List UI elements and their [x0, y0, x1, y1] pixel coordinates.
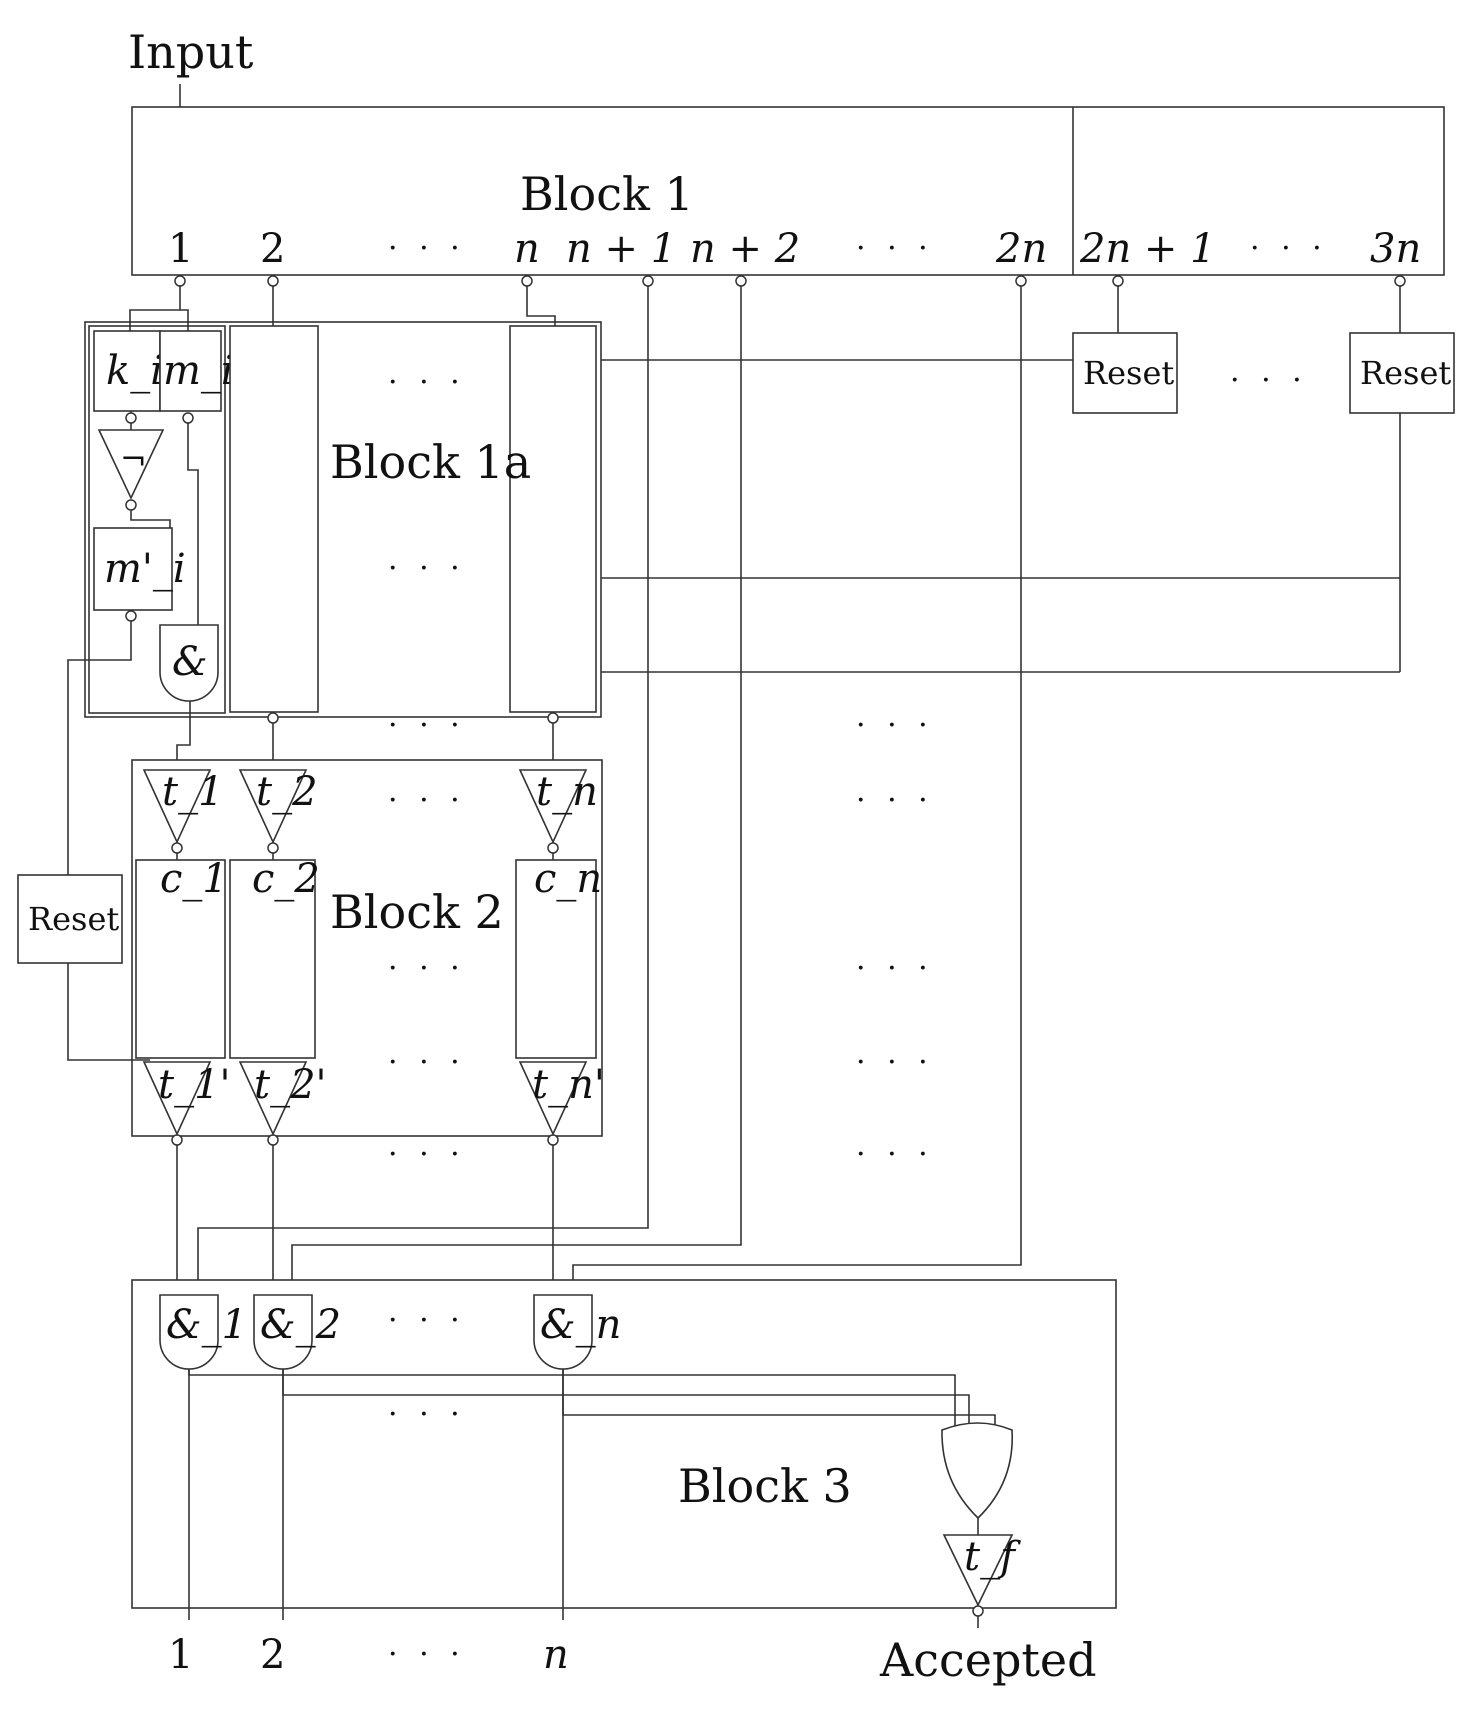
- port-ellipsis-3: · · ·: [1250, 231, 1328, 266]
- timer-tf-label: t_f: [964, 1534, 1021, 1580]
- svg-text:· · ·: · · ·: [856, 1045, 934, 1080]
- block-1: Block 1 1 2 · · · n n + 1 n + 2 · · · 2n…: [131, 106, 1445, 276]
- port-3n-label: 3n: [1370, 226, 1421, 272]
- port-n2-label: n + 2: [690, 226, 800, 272]
- timer-tf: [942, 1534, 1014, 1607]
- svg-text:· · ·: · · ·: [388, 783, 466, 818]
- svg-text:· · ·: · · ·: [388, 1303, 466, 1338]
- m-prime-label: m'_i: [104, 546, 186, 592]
- port-ellipsis-2: · · ·: [856, 231, 934, 266]
- and-symbol: &: [172, 639, 208, 685]
- timer-t1-label: t_1: [162, 769, 224, 815]
- reset-top-1: Reset: [1072, 281, 1178, 414]
- timer-tn: [518, 769, 588, 844]
- counter-c1-label: c_1: [160, 856, 228, 902]
- reset-left: Reset: [17, 874, 150, 1061]
- reset-top-2: Reset: [1349, 281, 1455, 414]
- timer-t2-label: t_2: [256, 769, 318, 815]
- counter-cn-label: c_n: [534, 856, 602, 902]
- output-n-label: n: [543, 1632, 569, 1678]
- block-3-title: Block 3: [678, 1459, 852, 1513]
- timer-t2-prime: [238, 1061, 308, 1136]
- timer-t2-prime-label: t_2': [254, 1062, 327, 1108]
- and-gate-n: [533, 1294, 593, 1370]
- or-gate: [941, 1422, 1014, 1520]
- and-gate-n-label: &_n: [540, 1302, 621, 1348]
- port-2n-label: 2n: [995, 226, 1047, 272]
- m-cell: [159, 330, 222, 412]
- and-gate-2: [253, 1294, 313, 1370]
- block-1-title: Block 1: [520, 167, 694, 221]
- svg-text:· · ·: · · ·: [856, 708, 934, 743]
- timer-tn-prime-label: t_n': [532, 1062, 605, 1108]
- svg-text:Reset: Reset: [28, 900, 119, 938]
- output-1-label: 1: [168, 1632, 193, 1678]
- accepted-label: Accepted: [879, 1633, 1097, 1687]
- port-ellipsis-1: · · ·: [388, 231, 466, 266]
- m-label: m_i: [163, 348, 234, 394]
- counter-c2-label: c_2: [252, 856, 320, 902]
- output-2-label: 2: [260, 1632, 285, 1678]
- svg-text:· · ·: · · ·: [388, 1137, 466, 1172]
- counter-cn: [515, 859, 597, 1059]
- svg-text:· · ·: · · ·: [856, 1137, 934, 1172]
- block-2-title: Block 2: [330, 885, 504, 939]
- counter-c2: [229, 859, 316, 1059]
- k-cell: [93, 330, 161, 412]
- svg-text:· · ·: · · ·: [388, 365, 466, 400]
- svg-text:· · ·: · · ·: [388, 708, 466, 743]
- svg-text:· · ·: · · ·: [388, 1045, 466, 1080]
- pins: [125, 275, 1406, 1617]
- block-1a-column-2: [229, 325, 319, 713]
- svg-text:Reset: Reset: [1360, 354, 1451, 392]
- block-1a-title: Block 1a: [330, 435, 531, 489]
- port-n1-label: n + 1: [566, 226, 676, 272]
- block-3: &_1 &_2 &_n · · · · · · t_f Block 3: [131, 1279, 1117, 1609]
- timer-t1-prime: [142, 1061, 212, 1136]
- and-gate-1a: [159, 624, 219, 702]
- reset-ellipsis: · · ·: [1230, 363, 1308, 398]
- and-gate-1-label: &_1: [166, 1302, 247, 1348]
- timer-tn-prime: [518, 1061, 588, 1136]
- timer-t2: [238, 769, 308, 844]
- not-symbol: ¬: [120, 440, 147, 478]
- timer-tn-label: t_n: [536, 769, 598, 815]
- output-ellipsis: · · ·: [388, 1637, 466, 1672]
- svg-text:· · ·: · · ·: [856, 951, 934, 986]
- svg-text:· · ·: · · ·: [388, 551, 466, 586]
- and-gate-2-label: &_2: [260, 1302, 341, 1348]
- not-gate: [97, 429, 165, 500]
- k-label: k_i: [106, 348, 163, 394]
- block-2: t_1 t_2 t_n c_1 c_2 c_n Block 2 · · · · …: [131, 759, 605, 1137]
- timer-t1-prime-label: t_1': [158, 1062, 231, 1108]
- port-2-label: 2: [260, 226, 285, 272]
- port-n-label: n: [514, 226, 540, 272]
- timer-t1: [142, 769, 212, 844]
- input-label: Input: [128, 25, 254, 79]
- and-gate-1: [159, 1294, 219, 1370]
- svg-text:· · ·: · · ·: [856, 783, 934, 818]
- block-1a-column-n: [509, 325, 597, 713]
- svg-text:· · ·: · · ·: [388, 1397, 466, 1432]
- block-1a: k_i m_i ¬ m'_i & Block 1a · · · · · ·: [67, 281, 602, 875]
- svg-text:Reset: Reset: [1083, 354, 1174, 392]
- port-1-label: 1: [168, 226, 193, 272]
- port-2n1-label: 2n + 1: [1079, 226, 1216, 272]
- counter-c1: [135, 859, 226, 1059]
- svg-text:· · ·: · · ·: [388, 951, 466, 986]
- m-prime-cell: [93, 527, 173, 611]
